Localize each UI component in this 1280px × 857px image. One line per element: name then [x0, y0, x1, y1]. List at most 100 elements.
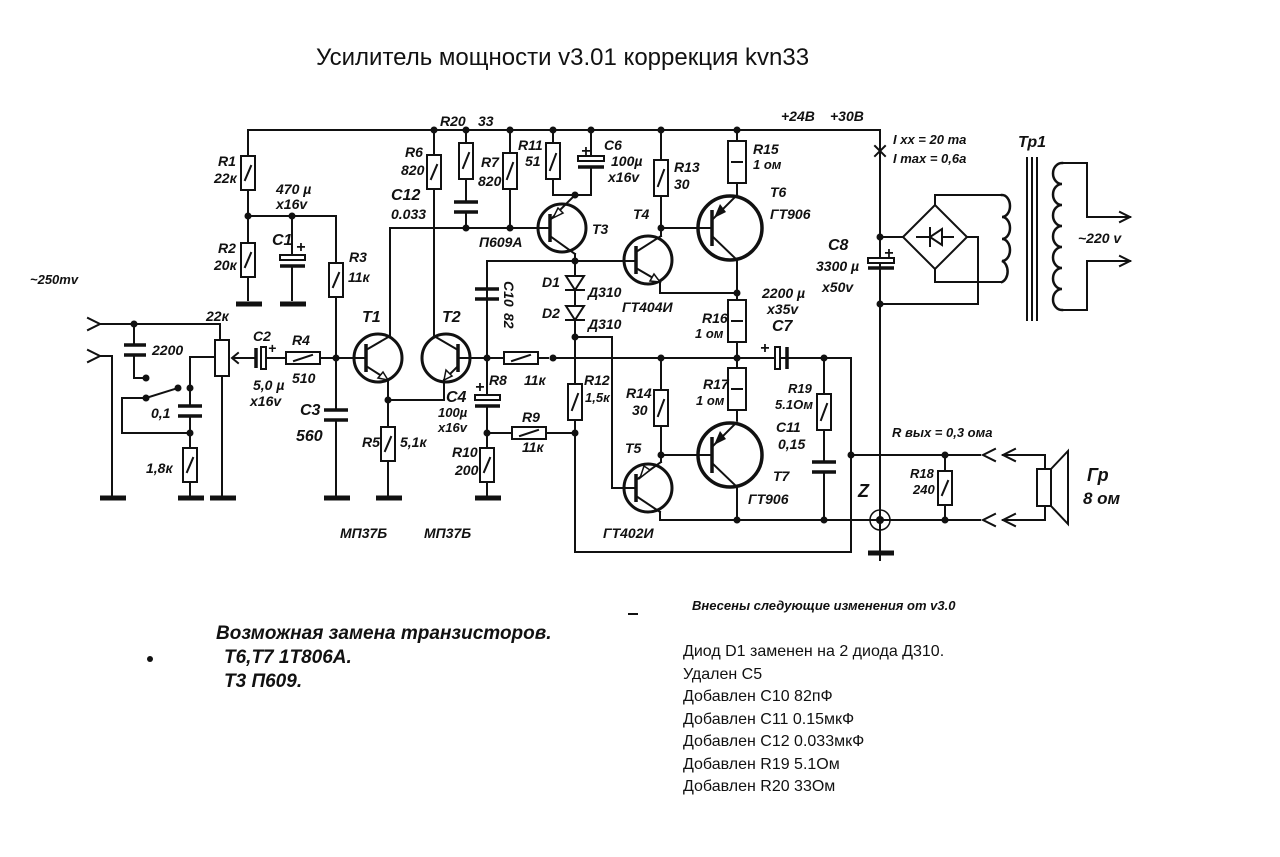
value-volume-pot: 22к	[205, 308, 230, 324]
change-item: Диод D1 заменен на 2 диода Д310.	[683, 643, 945, 660]
value-R12: 1,5к	[585, 390, 611, 405]
bridge-rectifier	[901, 203, 969, 271]
value-R3: 11к	[348, 269, 371, 285]
plus-sign: +	[296, 239, 305, 256]
label-R10: R10	[452, 444, 478, 460]
value-R6: 820	[401, 162, 425, 178]
label-R1: R1	[218, 153, 236, 169]
mains-arrow	[1118, 254, 1133, 268]
voltage-C6: x16v	[607, 169, 640, 185]
label-C8: C8	[828, 237, 849, 254]
change-item: Добавлен R19 5.1Ом	[683, 755, 840, 773]
transistor-T6	[696, 193, 764, 262]
type-T3: П609А	[479, 234, 523, 250]
value-R15: 1 ом	[753, 157, 782, 172]
bullet-point	[147, 656, 153, 662]
speaker-impedance: 8 ом	[1083, 489, 1121, 508]
label-C6: C6	[604, 137, 622, 153]
notes-line: Т6,Т7 1Т806А.	[224, 647, 352, 668]
value-R4: 510	[292, 370, 316, 386]
label-R13: R13	[674, 159, 700, 175]
idle-current: I xx = 20 ma	[893, 132, 966, 147]
voltage-C8: x50v	[821, 279, 854, 295]
value-R16: 1 ом	[695, 326, 724, 341]
voltage-C4: x16v	[437, 420, 468, 435]
type-T2: МП37Б	[424, 525, 471, 541]
value-R14: 30	[632, 402, 648, 418]
label-R9: R9	[522, 409, 540, 425]
label-T3: T3	[592, 221, 609, 237]
max-current: I max = 0,6a	[893, 151, 966, 166]
label-R16: R16	[702, 310, 728, 326]
change-item: Удален С5	[683, 665, 763, 683]
plus-sign: +	[581, 143, 590, 160]
capacitor-C8	[867, 257, 895, 264]
value-R5: 5,1к	[400, 434, 427, 450]
supply-voltage-30v: +30В	[830, 108, 864, 124]
value-R7: 820	[478, 173, 502, 189]
label-R14: R14	[626, 385, 652, 401]
value-C1: 470 µ	[275, 181, 311, 197]
transistor-substitution-notes: Возможная замена транзисторов. Т6,Т7 1Т8…	[216, 622, 552, 694]
label-D2: D2	[542, 305, 560, 321]
type-T7: ГТ906	[748, 491, 789, 507]
label-D1: D1	[542, 274, 560, 290]
label-R3: R3	[349, 249, 367, 265]
value-C11: 0,15	[778, 436, 805, 452]
value-R9: 11к	[522, 439, 545, 455]
change-item: Добавлен С10 82пФ	[683, 688, 833, 705]
value-R11: 51	[525, 153, 541, 169]
capacitor-C6	[577, 155, 605, 162]
input-level: ~250mv	[30, 272, 79, 287]
bias-network	[236, 129, 344, 356]
label-T7: T7	[773, 468, 791, 484]
label-T6: T6	[770, 184, 787, 200]
input-network	[86, 316, 356, 501]
label-R6: R6	[405, 144, 423, 160]
label-C4: C4	[446, 389, 467, 406]
label-R18: R18	[910, 466, 935, 481]
label-R17: R17	[703, 376, 730, 392]
value-R18: 240	[912, 482, 935, 497]
label-R8: R8	[489, 372, 507, 388]
label-C11: C11	[776, 419, 801, 435]
value-C4: 100µ	[438, 405, 468, 420]
value-cap-2200: 2200	[151, 342, 183, 358]
tone-switch	[121, 397, 147, 434]
mains-arrow	[1118, 210, 1133, 224]
label-C3: C3	[300, 402, 321, 419]
label-R11: R11	[518, 137, 543, 153]
label-C1: C1	[272, 232, 293, 249]
plus-sign: +	[475, 379, 484, 396]
ground-label-Z: Z	[857, 481, 870, 501]
mains-voltage: ~220 v	[1078, 230, 1122, 246]
capacitor-C1	[279, 254, 306, 261]
type-T5: ГТ402И	[603, 525, 655, 541]
label-C10-group: C10 82	[501, 281, 517, 329]
change-item: Добавлен С12 0.033мкФ	[683, 733, 865, 750]
output-resistance: R вых = 0,3 ома	[892, 425, 992, 440]
dash-mark	[628, 613, 638, 615]
value-C3: 560	[296, 428, 323, 445]
transformer-label: Тр1	[1018, 134, 1046, 151]
label-C2: C2	[253, 328, 271, 344]
transistor-T4	[612, 227, 674, 286]
value-C12: 0.033	[391, 206, 426, 222]
plus-sign: +	[268, 340, 276, 356]
voltage-C1: x16v	[275, 196, 308, 212]
supply-voltage-24v: +24В	[781, 108, 815, 124]
voltage-C7: x35v	[766, 301, 799, 317]
label-R19: R19	[788, 381, 813, 396]
circuit-schematic: R1 22к R2 20к 470 µ x16v C1 + R3 11к ~25…	[30, 108, 1133, 561]
volume-potentiometer	[214, 339, 230, 377]
type-T4: ГТ404И	[622, 299, 674, 315]
transistor-T7	[696, 420, 764, 489]
change-item: Добавлен С11 0.15мкФ	[683, 710, 855, 728]
label-C10: C10	[501, 281, 517, 307]
value-R8: 11к	[524, 372, 547, 388]
value-cap-0-1: 0,1	[151, 405, 171, 421]
value-C6: 100µ	[611, 153, 642, 169]
capacitor-C7	[774, 346, 781, 370]
supply-rail	[247, 129, 881, 561]
transistor-T1	[352, 227, 404, 401]
